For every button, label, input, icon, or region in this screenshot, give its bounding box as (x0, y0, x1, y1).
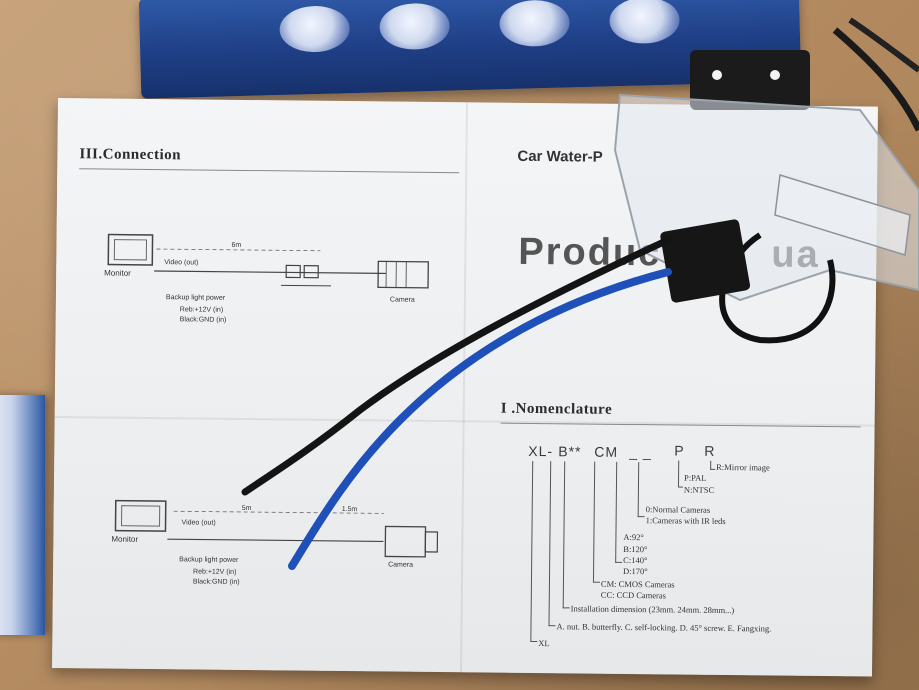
top-diagram-lines (107, 233, 429, 289)
length-dim-line (156, 248, 321, 252)
camera-lens (424, 531, 439, 553)
bottom-diagram-lines (114, 499, 439, 558)
rca-connector (303, 264, 319, 279)
monitor-screen (113, 239, 148, 261)
ir-led (770, 70, 780, 80)
wire-connector-plug (660, 219, 751, 303)
black-cable (832, 27, 919, 132)
rca-connector (285, 264, 301, 279)
camera-icon (377, 260, 429, 289)
camera-body (690, 50, 810, 110)
monitor-icon (107, 233, 154, 266)
video-cable (167, 538, 384, 543)
instruction-sheet: III.Connection Monitor Video (out) 6m Ba… (52, 98, 878, 677)
monitor-screen (121, 505, 161, 527)
product-box-left (0, 395, 45, 635)
ir-led (712, 70, 722, 80)
power-cable (281, 284, 332, 287)
black-cable (848, 17, 919, 73)
housing-lens-window (774, 174, 911, 256)
monitor-icon (114, 499, 167, 532)
black-wire (241, 236, 672, 496)
length-dim-line (173, 510, 324, 514)
license-plate-light-housing (613, 93, 919, 302)
blue-wire (288, 268, 672, 570)
video-cable (154, 270, 387, 275)
length-dim-line (325, 512, 384, 514)
